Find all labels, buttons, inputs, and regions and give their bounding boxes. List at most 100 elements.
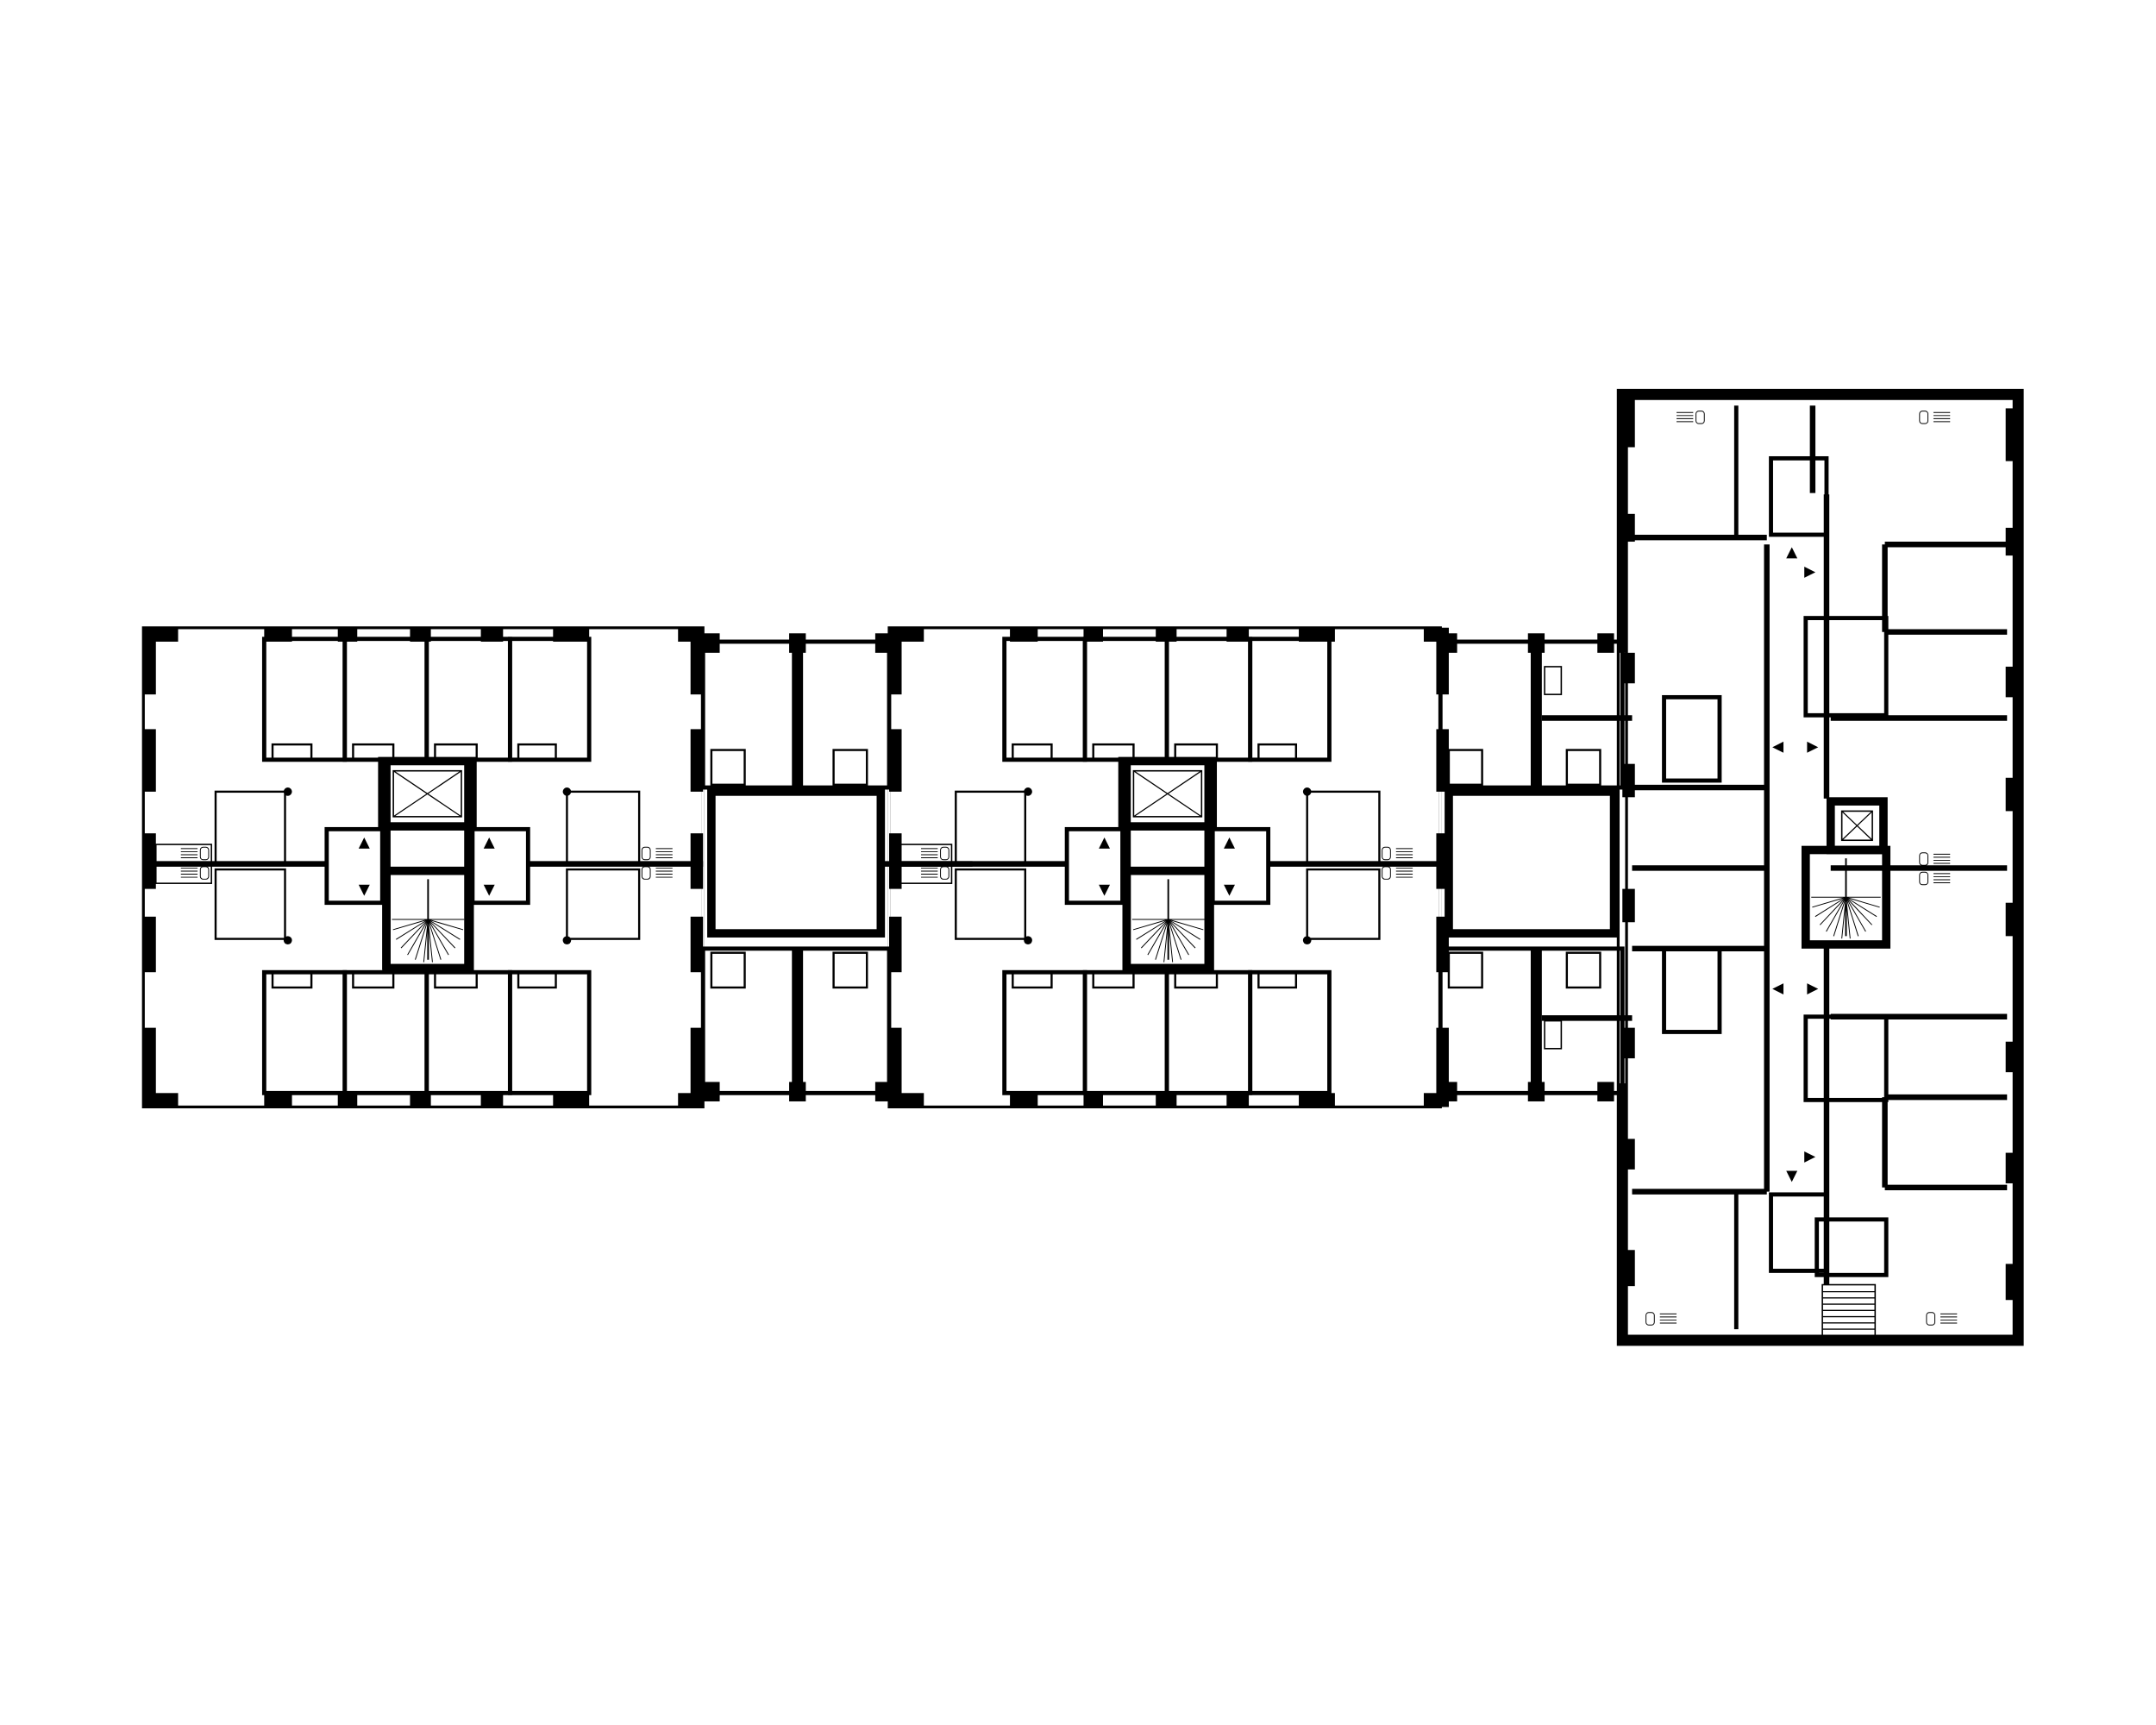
kitchenette-icon [1645, 1312, 1677, 1326]
staircase-icon [1820, 896, 1846, 925]
closet [1012, 971, 1053, 989]
closet [352, 971, 395, 989]
staircase-icon [1155, 919, 1169, 960]
bathroom [1803, 1014, 1889, 1102]
room [955, 868, 1027, 940]
staircase-icon [415, 919, 429, 960]
exterior-pier [2005, 1264, 2019, 1301]
kitchenette-icon [921, 866, 950, 880]
kitchenette-icon [1926, 1312, 1958, 1326]
exterior-pier [1226, 1093, 1250, 1107]
staircase-icon [1826, 897, 1846, 932]
door-arrow-icon [358, 884, 370, 896]
column-icon [562, 936, 572, 945]
exterior-pier [888, 1027, 902, 1107]
lobby [470, 826, 530, 906]
exterior-pier [888, 916, 902, 973]
door-arrow-icon [1786, 1170, 1798, 1182]
kitchenette-icon [641, 866, 673, 880]
bedroom [1002, 637, 1087, 762]
staircase-icon [1846, 897, 1859, 937]
exterior-pier [1083, 1093, 1103, 1107]
staircase-icon [1846, 896, 1880, 908]
wall-joint [1620, 652, 1626, 1084]
closet [517, 971, 557, 989]
exterior-pier [143, 627, 156, 695]
staircase-icon [392, 919, 429, 931]
kitchenette-icon [1677, 411, 1705, 424]
closet [271, 971, 313, 989]
staircase-icon [427, 919, 449, 956]
room [214, 790, 286, 865]
kitchenette-icon [921, 846, 950, 861]
kitchenette-icon [1382, 846, 1413, 861]
column-icon [562, 787, 572, 796]
room [566, 790, 641, 865]
exterior-pier [2005, 666, 2019, 698]
exterior-pier [690, 916, 704, 973]
door-arrow-icon [1804, 1151, 1816, 1163]
closet [271, 743, 313, 762]
closet [1769, 455, 1829, 537]
column-icon [283, 936, 292, 945]
staircase-icon [1814, 896, 1846, 918]
closet [1814, 1217, 1889, 1277]
bathroom [1662, 946, 1722, 1034]
kitchenette-icon [180, 846, 210, 861]
exterior-pier [888, 729, 902, 792]
closet [1092, 743, 1135, 762]
bedroom [342, 969, 429, 1095]
kitchenette-icon [180, 866, 210, 880]
closet [1565, 749, 1601, 787]
exterior-pier [2005, 777, 2019, 812]
wall-joint [887, 644, 891, 1091]
exterior-pier [1622, 1138, 1635, 1170]
column-icon [1024, 787, 1032, 796]
bedroom [1082, 637, 1169, 762]
bathroom [1662, 694, 1722, 783]
party-wall [1530, 641, 1542, 788]
closet [517, 743, 557, 762]
closet [710, 749, 746, 787]
exterior-pier [1622, 513, 1635, 543]
door-arrow-icon [1804, 567, 1816, 578]
door-arrow-icon [483, 837, 495, 849]
bedroom [507, 969, 592, 1095]
staircase-icon [1132, 919, 1169, 931]
exterior-pier [2005, 1041, 2019, 1073]
kitchenette-icon [1544, 1019, 1563, 1050]
circulation-cores [378, 756, 1891, 1341]
exterior-pier [2005, 1152, 2019, 1183]
door-arrow-icon [1772, 741, 1784, 753]
closet [1092, 971, 1135, 989]
exterior-pier [410, 1093, 431, 1107]
closet [434, 971, 478, 989]
bathroom [1803, 616, 1889, 718]
door-arrow-icon [1224, 884, 1235, 896]
exterior-pier [1622, 1027, 1635, 1059]
elevator-icon [1133, 770, 1202, 818]
staircase-icon [428, 919, 456, 949]
exterior-pier [1156, 1093, 1177, 1107]
door-arrow-icon [358, 837, 370, 849]
elevator-icon [1841, 810, 1873, 841]
door-arrow-icon [1807, 741, 1819, 753]
staircase-icon [1168, 919, 1196, 949]
core-wall [382, 761, 391, 969]
exterior-pier [143, 729, 156, 792]
closet [1447, 749, 1483, 787]
closet [1257, 971, 1298, 989]
exterior-pier [2005, 408, 2019, 461]
staircase-icon [428, 919, 461, 940]
kitchenette-icon [1919, 852, 1951, 866]
exterior-pier [1622, 1250, 1635, 1287]
bedroom [424, 969, 512, 1095]
closet [832, 951, 868, 989]
staircase-icon [407, 919, 429, 956]
bedroom [342, 637, 429, 762]
lobby [1064, 826, 1125, 906]
exterior-pier [1622, 888, 1635, 923]
exterior-pier [690, 1027, 704, 1107]
party-wall [792, 948, 804, 1094]
